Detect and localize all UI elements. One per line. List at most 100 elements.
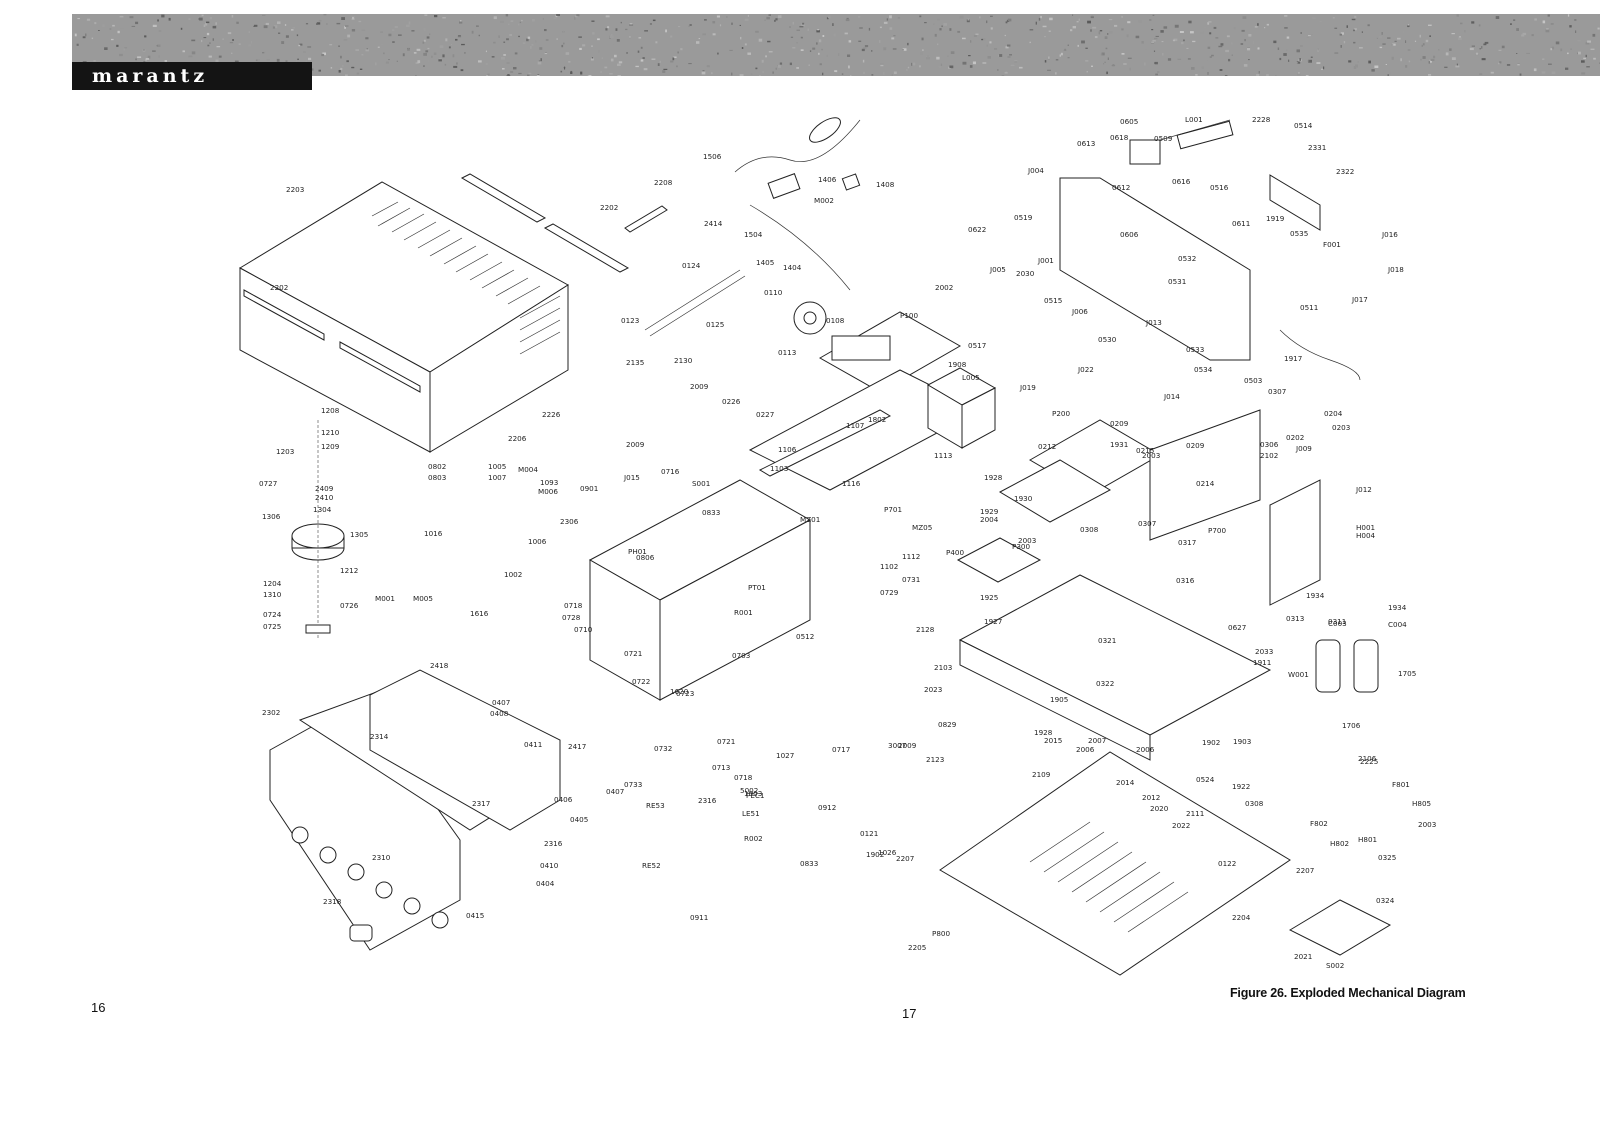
part-label: 1404: [783, 263, 802, 272]
part-label: 2225: [1360, 757, 1378, 766]
front-panel: [269, 669, 561, 951]
part-label: 0718: [734, 773, 753, 782]
part-label: 1616: [470, 609, 489, 618]
part-label: J012: [1355, 485, 1372, 494]
part-label: 1504: [744, 230, 763, 239]
part-label: 1902: [866, 850, 884, 859]
part-label: 0405: [570, 815, 588, 824]
part-label: 1107: [846, 421, 864, 430]
tuner-block: [818, 311, 962, 393]
part-label: 1093: [540, 478, 558, 487]
part-label: J015: [623, 473, 640, 482]
part-label: 1002: [504, 570, 522, 579]
part-label: 2014: [1116, 778, 1135, 787]
part-label: 0721: [624, 649, 642, 658]
part-label: 0308: [1245, 799, 1264, 808]
part-label: 2106: [1358, 754, 1377, 763]
part-label: 2203: [286, 185, 304, 194]
part-label: 2409: [315, 484, 334, 493]
part-label: 1106: [778, 445, 797, 454]
part-label: 0202: [1286, 433, 1304, 442]
part-label: 1027: [776, 751, 794, 760]
part-label: H802: [1330, 839, 1349, 848]
part-label: 2208: [654, 178, 673, 187]
part-label: 0204: [1324, 409, 1343, 418]
part-label: 1016: [424, 529, 443, 538]
part-label: 2135: [626, 358, 644, 367]
part-label: 0612: [1112, 183, 1130, 192]
part-label: 0716: [661, 467, 680, 476]
part-label: H004: [1356, 531, 1376, 540]
part-label: 1007: [488, 473, 506, 482]
part-label: 1203: [276, 447, 294, 456]
part-label: 1405: [756, 258, 774, 267]
part-label: 1208: [321, 406, 340, 415]
part-label: 0317: [1178, 538, 1196, 547]
p800-board: [1288, 899, 1392, 956]
part-label: 2318: [323, 897, 342, 906]
part-label: 2009: [626, 440, 645, 449]
part-label: 1112: [902, 552, 920, 561]
part-label: 0718: [564, 601, 583, 610]
part-label: 1925: [980, 593, 998, 602]
part-label: J016: [1381, 230, 1398, 239]
part-label: 1902: [1202, 738, 1220, 747]
part-label: 2006: [1136, 745, 1155, 754]
part-label: F001: [1323, 240, 1341, 249]
part-label: 0731: [902, 575, 920, 584]
part-label: 1934: [1388, 603, 1407, 612]
part-label: J001: [1037, 256, 1054, 265]
part-label: 1212: [340, 566, 358, 575]
part-label: 0415: [466, 911, 484, 920]
part-label: 2414: [704, 219, 723, 228]
brand-text: marantz: [92, 64, 209, 87]
part-label: 2109: [1032, 770, 1051, 779]
part-label: 0123: [621, 316, 639, 325]
part-label: 2009: [690, 382, 709, 391]
part-label: 2007: [1088, 736, 1106, 745]
part-label: 2302: [262, 708, 280, 717]
part-label: F802: [1310, 819, 1328, 828]
part-label: MZ05: [912, 523, 932, 532]
part-label: 2310: [372, 853, 391, 862]
part-label: 1305: [350, 530, 368, 539]
part-label: H801: [1358, 835, 1377, 844]
part-label: M001: [375, 594, 395, 603]
part-label: 2410: [315, 493, 334, 502]
part-label: 1113: [934, 451, 952, 460]
part-label: J019: [1019, 383, 1036, 392]
part-label: 2021: [1294, 952, 1312, 961]
part-label: 2015: [1044, 736, 1062, 745]
part-label: 2202: [600, 203, 618, 212]
part-label: 0122: [1218, 859, 1236, 868]
part-label: L005: [962, 373, 980, 382]
part-label: 0517: [968, 341, 986, 350]
part-label: 0618: [1110, 133, 1129, 142]
part-label: 2033: [1255, 647, 1273, 656]
part-label: 0733: [624, 780, 642, 789]
part-label: 1116: [842, 479, 861, 488]
part-label: F801: [1392, 780, 1410, 789]
part-label: 0524: [1196, 775, 1215, 784]
header-band: [72, 14, 1600, 76]
part-label: W001: [1288, 670, 1309, 679]
part-label: H805: [1412, 799, 1431, 808]
part-label: 0212: [1038, 442, 1056, 451]
part-label: 2207: [896, 854, 914, 863]
part-label: LE51: [742, 809, 760, 818]
part-label: 2316: [698, 796, 717, 805]
part-label: 0723: [676, 689, 694, 698]
part-label: 1103: [770, 464, 788, 473]
part-label: 0616: [1172, 177, 1191, 186]
part-label: J013: [1145, 318, 1162, 327]
part-label: 0732: [654, 744, 672, 753]
part-label: 0901: [580, 484, 598, 493]
part-label: 0727: [259, 479, 277, 488]
part-label: C004: [1388, 620, 1407, 629]
part-label: 0806: [636, 553, 655, 562]
part-label: 1210: [321, 428, 340, 437]
part-label: 0728: [562, 613, 581, 622]
part-label: 0110: [764, 288, 783, 297]
part-label: 0703: [732, 651, 750, 660]
